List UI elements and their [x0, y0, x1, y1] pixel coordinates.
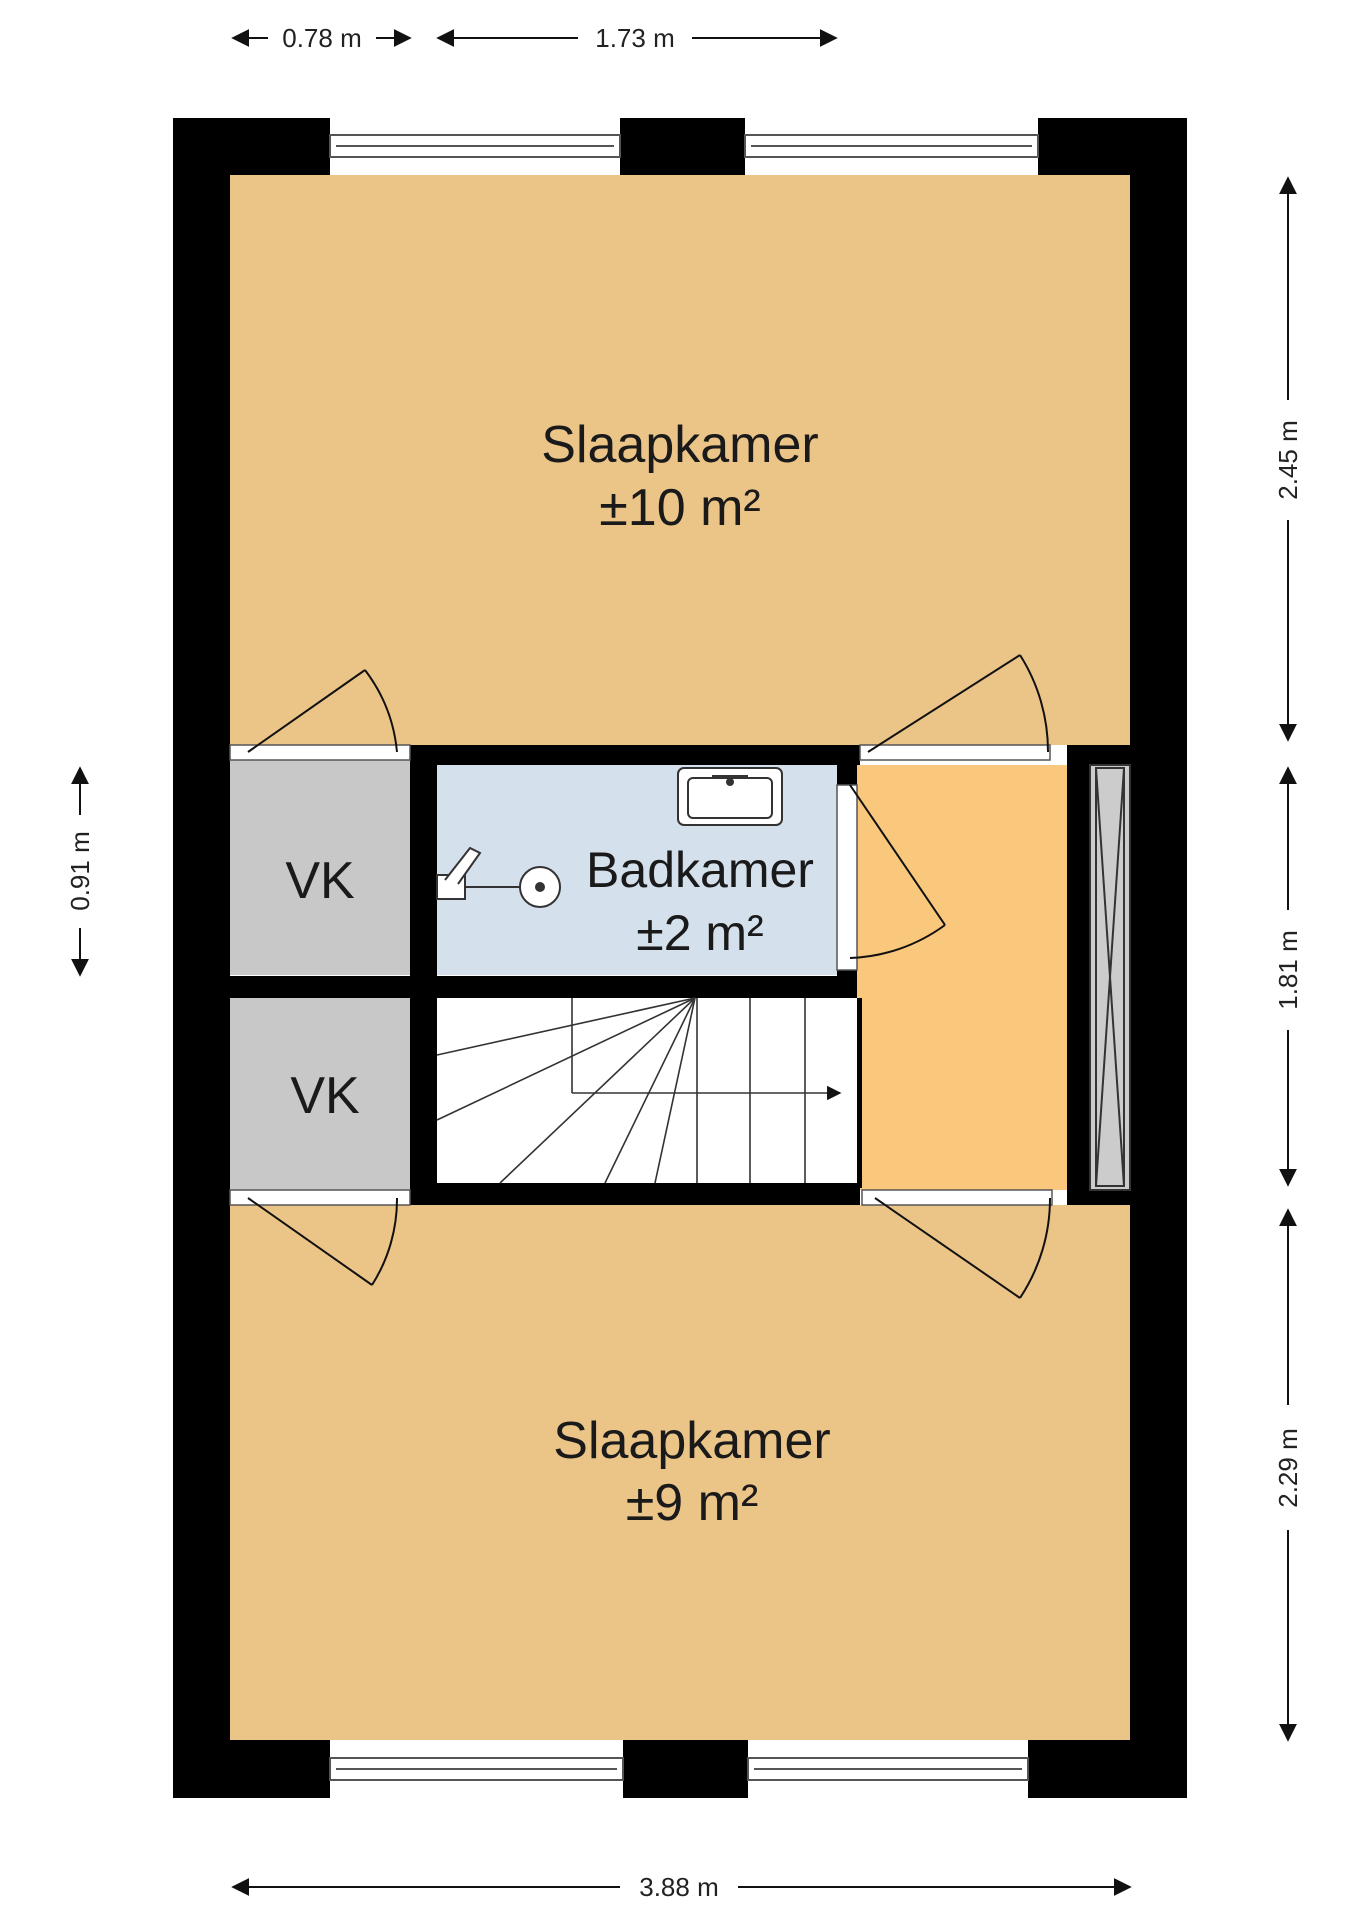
dim-right-bottom: 2.29 m — [1273, 1428, 1303, 1508]
dim-bottom: 3.88 m — [639, 1872, 719, 1902]
dim-left-mid: 0.91 m — [65, 831, 95, 911]
shaft-cross — [1089, 764, 1131, 1191]
bedroom-top-floor — [230, 175, 1130, 745]
bedroom-bottom-name: Slaapkamer — [553, 1412, 830, 1470]
dimension-lines — [71, 29, 1297, 1896]
dim-right-top: 2.45 m — [1273, 420, 1303, 500]
staircase — [436, 997, 842, 1184]
bedroom-bottom-area: ±9 m² — [626, 1474, 759, 1532]
door-swings — [247, 654, 1052, 1299]
bathroom-area: ±2 m² — [636, 905, 763, 961]
sink-icon — [677, 767, 783, 826]
hallway-floor — [857, 765, 1067, 1190]
dim-top-mid: 1.73 m — [595, 23, 675, 53]
bathroom-name: Badkamer — [586, 842, 814, 898]
closet-top-floor — [230, 760, 410, 975]
door-thresholds — [229, 744, 1053, 1206]
windows — [329, 134, 1039, 1781]
bedroom-top-name: Slaapkamer — [541, 416, 818, 474]
closet-bottom-floor — [230, 998, 410, 1190]
shower-icon — [436, 846, 561, 908]
dim-right-mid: 1.81 m — [1273, 930, 1303, 1010]
outer-walls — [173, 118, 1187, 1798]
closet-top-name: VK — [285, 852, 355, 910]
stair-floor — [437, 998, 857, 1183]
closet-bottom-name: VK — [290, 1067, 360, 1125]
dim-top-left: 0.78 m — [282, 23, 362, 53]
bedroom-bottom-floor — [230, 1205, 1130, 1740]
interior-walls — [230, 745, 1130, 1205]
bedroom-top-area: ±10 m² — [599, 479, 760, 537]
